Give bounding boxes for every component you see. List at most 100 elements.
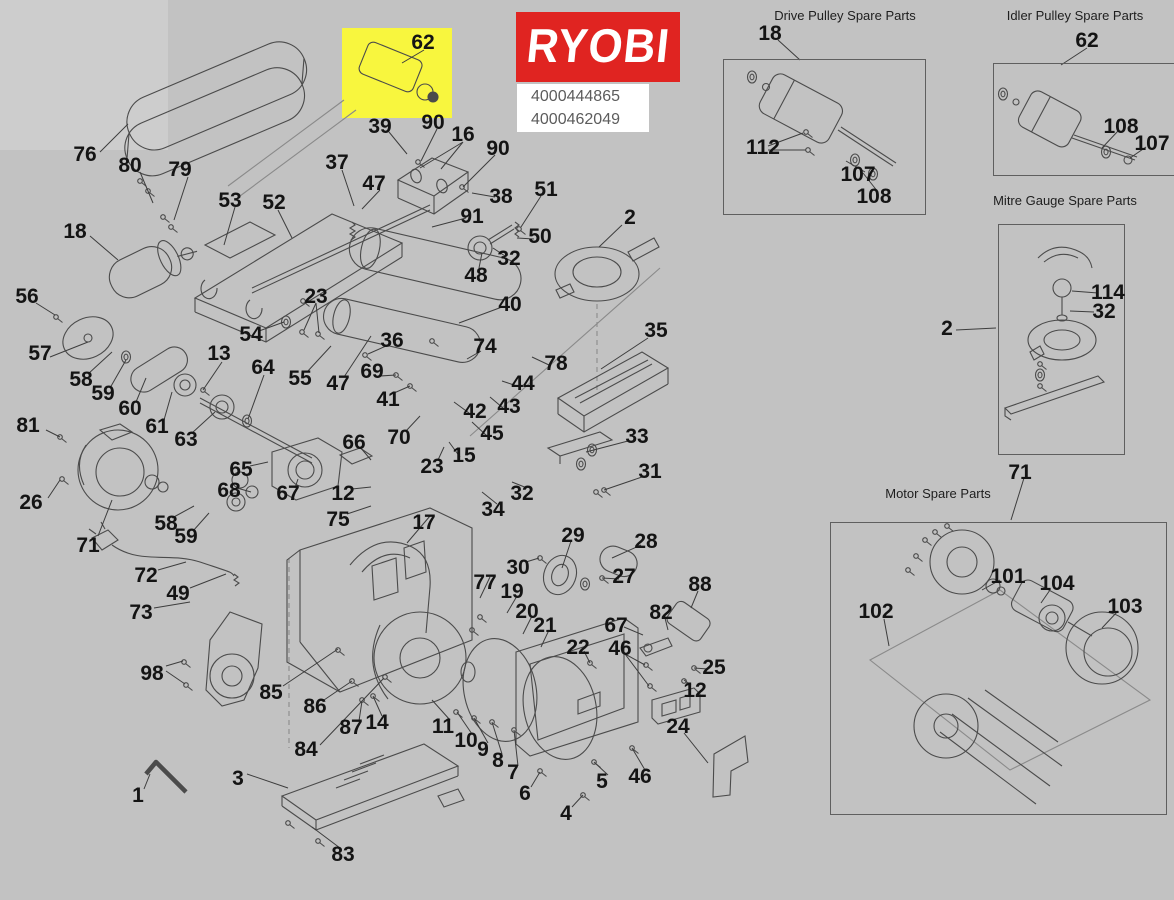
inset-title-mitre-gauge: Mitre Gauge Spare Parts <box>993 193 1137 208</box>
part-callout-103: 103 <box>1107 595 1143 618</box>
part-callout-32: 32 <box>1092 300 1116 323</box>
part-callout-29: 29 <box>561 524 585 547</box>
part-callout-58: 58 <box>154 512 178 535</box>
part-callout-73: 73 <box>129 601 153 624</box>
part-callout-44: 44 <box>511 372 535 395</box>
part-callout-75: 75 <box>326 508 350 531</box>
part-callout-47: 47 <box>326 372 350 395</box>
part-callout-80: 80 <box>118 154 142 177</box>
part-callout-48: 48 <box>464 264 488 287</box>
part-callout-23: 23 <box>420 455 444 478</box>
part-callout-25: 25 <box>702 656 726 679</box>
part-callout-85: 85 <box>259 681 283 704</box>
part-callout-55: 55 <box>288 367 312 390</box>
part-callout-46: 46 <box>628 765 652 788</box>
part-callout-18: 18 <box>758 22 782 45</box>
part-callout-68: 68 <box>217 479 241 502</box>
part-callout-86: 86 <box>303 695 327 718</box>
part-callout-58: 58 <box>69 368 93 391</box>
inset-title-idler-pulley: Idler Pulley Spare Parts <box>1006 8 1144 23</box>
part-callout-60: 60 <box>118 397 142 420</box>
part-callout-33: 33 <box>625 425 649 448</box>
part-callout-9: 9 <box>477 738 489 761</box>
part-callout-53: 53 <box>218 189 242 212</box>
part-callout-6: 6 <box>519 782 531 805</box>
part-callout-83: 83 <box>331 843 355 866</box>
part-callout-64: 64 <box>251 356 275 379</box>
part-callout-74: 74 <box>473 335 497 358</box>
part-callout-87: 87 <box>339 716 363 739</box>
part-callout-40: 40 <box>498 293 522 316</box>
part-callout-104: 104 <box>1039 572 1075 595</box>
part-callout-47: 47 <box>362 172 386 195</box>
part-callout-11: 11 <box>431 715 455 738</box>
part-callout-3: 3 <box>232 767 244 790</box>
part-callout-102: 102 <box>858 600 894 623</box>
part-callout-76: 76 <box>73 143 97 166</box>
part-callout-71: 71 <box>76 534 100 557</box>
part-callout-20: 20 <box>515 600 539 623</box>
part-callout-14: 14 <box>365 711 389 734</box>
part-callout-72: 72 <box>134 564 158 587</box>
part-callout-88: 88 <box>688 573 712 596</box>
part-callout-34: 34 <box>481 498 505 521</box>
part-callout-39: 39 <box>368 115 392 138</box>
part-callout-82: 82 <box>649 601 673 624</box>
part-callout-2: 2 <box>941 317 953 340</box>
inset-title-drive-pulley: Drive Pulley Spare Parts <box>774 8 916 23</box>
part-callout-32: 32 <box>497 247 521 270</box>
part-callout-24: 24 <box>666 715 690 738</box>
part-callout-56: 56 <box>15 285 39 308</box>
part-callout-61: 61 <box>145 415 169 438</box>
part-callout-12: 12 <box>331 482 355 505</box>
part-callout-16: 16 <box>451 123 475 146</box>
part-callout-84: 84 <box>294 738 318 761</box>
part-callout-57: 57 <box>28 342 52 365</box>
part-callout-17: 17 <box>412 511 436 534</box>
part-callout-32: 32 <box>510 482 534 505</box>
part-callout-63: 63 <box>174 428 198 451</box>
part-callout-90: 90 <box>421 111 445 134</box>
part-callout-7: 7 <box>507 761 519 784</box>
part-callout-79: 79 <box>168 158 192 181</box>
part-callout-43: 43 <box>497 395 521 418</box>
product-number-2: 4000462049 <box>531 111 620 128</box>
part-callout-2: 2 <box>624 206 636 229</box>
part-callout-26: 26 <box>19 491 43 514</box>
part-callout-22: 22 <box>566 636 590 659</box>
part-callout-36: 36 <box>380 329 404 352</box>
part-callout-78: 78 <box>544 352 568 375</box>
part-callout-108: 108 <box>1103 115 1139 138</box>
part-callout-62: 62 <box>411 31 435 54</box>
part-callout-59: 59 <box>91 382 115 405</box>
part-callout-1: 1 <box>132 784 144 807</box>
part-callout-65: 65 <box>229 458 253 481</box>
part-callout-42: 42 <box>463 400 487 423</box>
part-callout-30: 30 <box>506 556 530 579</box>
part-callout-114: 114 <box>1091 281 1125 304</box>
part-callout-51: 51 <box>534 178 558 201</box>
part-callout-112: 112 <box>746 136 780 159</box>
part-callout-27: 27 <box>612 565 636 588</box>
part-callout-70: 70 <box>387 426 411 449</box>
part-callout-62: 62 <box>1075 29 1099 52</box>
part-callout-67: 67 <box>604 614 628 637</box>
part-callout-66: 66 <box>342 431 366 454</box>
part-callout-8: 8 <box>492 749 504 772</box>
ryobi-logo: RYOBI <box>516 12 680 82</box>
part-callout-71: 71 <box>1008 461 1032 484</box>
part-callout-49: 49 <box>166 582 190 605</box>
part-callout-101: 101 <box>990 565 1026 588</box>
part-callout-46: 46 <box>608 637 632 660</box>
part-callout-107: 107 <box>840 163 876 186</box>
part-callout-4: 4 <box>560 802 572 825</box>
part-callout-77: 77 <box>473 571 497 594</box>
part-callout-52: 52 <box>262 191 286 214</box>
inset-motor <box>830 522 1167 815</box>
product-number-1: 4000444865 <box>531 88 620 105</box>
inset-mitre-gauge <box>998 224 1125 455</box>
inset-idler-pulley <box>993 63 1174 176</box>
part-callout-41: 41 <box>376 388 400 411</box>
